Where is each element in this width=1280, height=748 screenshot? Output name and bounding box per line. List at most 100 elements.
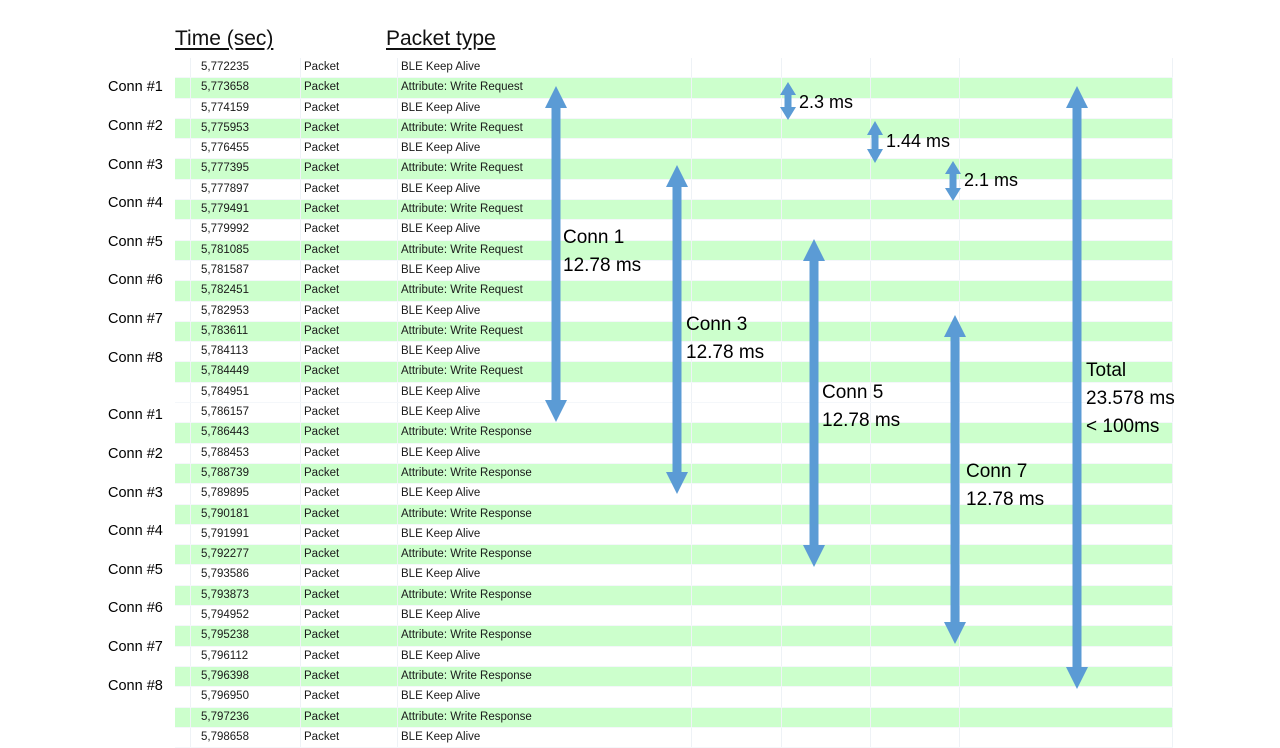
cell-empty-4 bbox=[959, 301, 1173, 322]
cell-empty-1 bbox=[691, 321, 782, 343]
cell-empty-2 bbox=[781, 280, 871, 302]
cell-time: 5,795238 bbox=[190, 625, 301, 647]
total-annotation: Total 23.578 ms < 100ms bbox=[1086, 357, 1175, 441]
cell-packet-type: Attribute: Write Response bbox=[397, 585, 692, 607]
row-marker-cell bbox=[175, 382, 191, 404]
cell-packet-type: BLE Keep Alive bbox=[397, 341, 692, 363]
cell-empty-1 bbox=[691, 686, 782, 708]
cell-empty-1 bbox=[691, 544, 782, 566]
cell-empty-3 bbox=[870, 361, 960, 383]
cell-empty-4 bbox=[959, 524, 1173, 546]
cell-time: 5,793873 bbox=[190, 585, 301, 607]
cell-kind: Packet bbox=[300, 585, 398, 607]
cell-time: 5,777395 bbox=[190, 158, 301, 180]
cell-packet-type: BLE Keep Alive bbox=[397, 524, 692, 546]
cell-empty-2 bbox=[781, 98, 871, 119]
connection-label: Conn #4 bbox=[108, 195, 163, 212]
cell-empty-1 bbox=[691, 727, 782, 748]
cell-packet-type: BLE Keep Alive bbox=[397, 564, 692, 586]
cell-empty-2 bbox=[781, 77, 871, 99]
cell-empty-4 bbox=[959, 646, 1173, 667]
cell-empty-1 bbox=[691, 402, 782, 424]
cell-kind: Packet bbox=[300, 646, 398, 667]
cell-empty-1 bbox=[691, 625, 782, 647]
cell-kind: Packet bbox=[300, 727, 398, 748]
total-span-arrow bbox=[1063, 84, 1091, 691]
cell-empty-1 bbox=[691, 524, 782, 546]
cell-empty-3 bbox=[870, 646, 960, 667]
cell-time: 5,796950 bbox=[190, 686, 301, 708]
cell-empty-2 bbox=[781, 219, 871, 241]
conn1-annotation: Conn 1 12.78 ms bbox=[563, 224, 641, 280]
row-marker-cell bbox=[175, 443, 191, 464]
cell-empty-2 bbox=[781, 483, 871, 505]
cell-kind: Packet bbox=[300, 219, 398, 241]
cell-empty-4 bbox=[959, 727, 1173, 748]
connection-label: Conn #6 bbox=[108, 272, 163, 289]
cell-time: 5,773658 bbox=[190, 77, 301, 99]
cell-empty-2 bbox=[781, 686, 871, 708]
cell-packet-type: BLE Keep Alive bbox=[397, 179, 692, 201]
cell-packet-type: Attribute: Write Request bbox=[397, 361, 692, 383]
cell-time: 5,788739 bbox=[190, 463, 301, 485]
cell-packet-type: BLE Keep Alive bbox=[397, 402, 692, 424]
row-marker-cell bbox=[175, 98, 191, 119]
cell-empty-2 bbox=[781, 382, 871, 404]
cell-kind: Packet bbox=[300, 138, 398, 160]
cell-empty-2 bbox=[781, 504, 871, 525]
cell-time: 5,779992 bbox=[190, 219, 301, 241]
cell-empty-1 bbox=[691, 138, 782, 160]
cell-empty-3 bbox=[870, 463, 960, 485]
cell-packet-type: Attribute: Write Request bbox=[397, 321, 692, 343]
conn7-annotation: Conn 7 12.78 ms bbox=[966, 458, 1044, 514]
cell-packet-type: Attribute: Write Request bbox=[397, 118, 692, 140]
cell-empty-4 bbox=[959, 77, 1173, 99]
cell-empty-3 bbox=[870, 321, 960, 343]
cell-empty-1 bbox=[691, 77, 782, 99]
cell-kind: Packet bbox=[300, 524, 398, 546]
cell-time: 5,776455 bbox=[190, 138, 301, 160]
cell-packet-type: Attribute: Write Response bbox=[397, 707, 692, 728]
row-marker-cell bbox=[175, 341, 191, 363]
cell-time: 5,786157 bbox=[190, 402, 301, 424]
cell-kind: Packet bbox=[300, 463, 398, 485]
cell-time: 5,784449 bbox=[190, 361, 301, 383]
cell-packet-type: Attribute: Write Response bbox=[397, 666, 692, 688]
row-marker-cell bbox=[175, 280, 191, 302]
